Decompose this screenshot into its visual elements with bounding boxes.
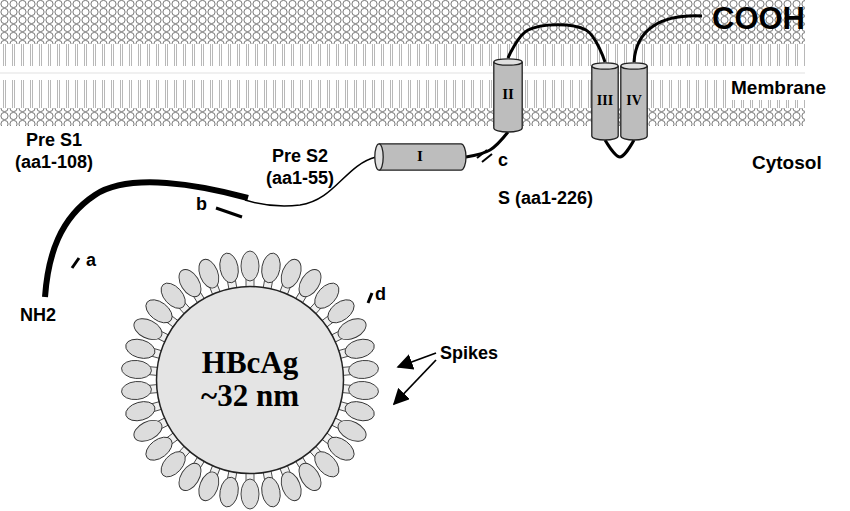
node-label: IV (626, 94, 642, 109)
capsid-circle: HBcAg ~32 nm (155, 285, 345, 475)
capsid-spikes (121, 251, 380, 509)
pre-s1-chain (45, 182, 248, 297)
epitope-letter: b (196, 194, 207, 216)
part-label: Cytosol (752, 152, 822, 175)
chain-connector (508, 25, 605, 62)
helix-cylinder: III (591, 62, 619, 140)
spike-arrow (394, 360, 436, 404)
part-label: COOH (712, 0, 805, 37)
node-label: I (417, 149, 423, 165)
node-label: HBcAg ~32 nm (188, 347, 313, 412)
tick-b (216, 208, 242, 217)
chain-connector (605, 140, 634, 157)
epitope-letter: a (86, 250, 96, 272)
part-label: Pre S1 (aa1-108) (4, 130, 104, 173)
helix-cylinder: IV (620, 62, 648, 140)
part-label: Membrane (728, 77, 829, 100)
lipid-bilayer (0, 0, 805, 126)
epitope-letter: c (498, 150, 508, 172)
tick-a (72, 258, 79, 268)
tick-c2 (482, 154, 492, 162)
tick-d (368, 293, 372, 303)
part-label: Spikes (440, 343, 498, 365)
helix-cylinder: I (374, 143, 466, 171)
helix-cylinder: II (493, 58, 523, 132)
epitope-letter: d (375, 284, 386, 306)
part-label: S (aa1-226) (498, 188, 593, 210)
node-label: II (502, 87, 514, 103)
cooh-tail (634, 16, 702, 62)
node-label: III (597, 94, 613, 109)
part-label: NH2 (20, 305, 56, 327)
part-label: Pre S2 (aa1-55) (254, 146, 346, 189)
